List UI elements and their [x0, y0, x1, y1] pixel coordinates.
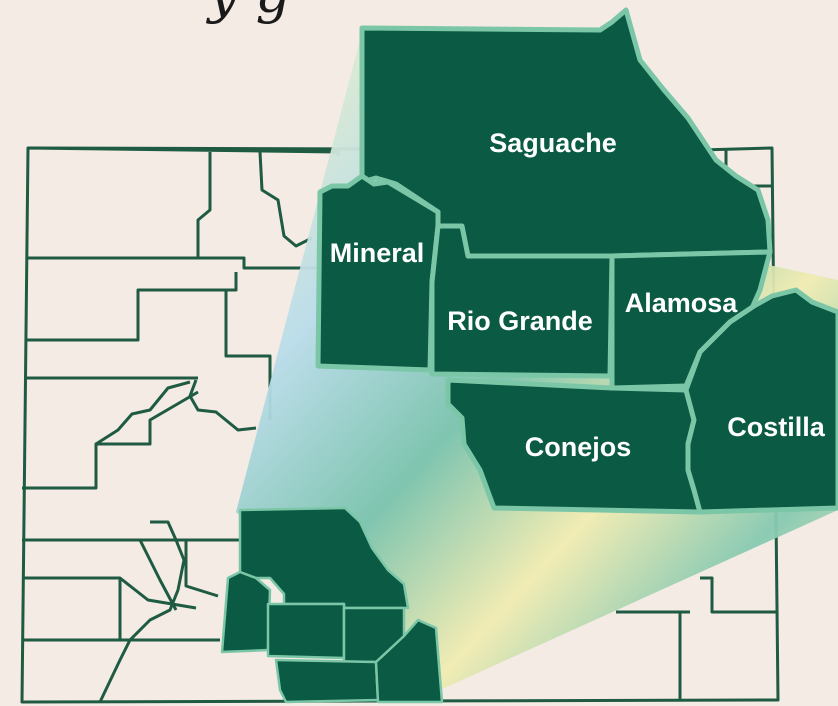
label-costilla: Costilla: [727, 412, 826, 442]
county-costilla: [683, 287, 838, 515]
locator-rio-grande: [266, 602, 346, 660]
locator-counties: [220, 506, 444, 704]
county-mineral: [315, 173, 441, 373]
label-conejos: Conejos: [525, 432, 632, 462]
label-alamosa: Alamosa: [625, 288, 739, 318]
locator-costilla: [374, 618, 444, 704]
enlarged-counties: [315, 7, 838, 515]
label-rio-grande: Rio Grande: [447, 306, 593, 336]
label-saguache: Saguache: [489, 128, 617, 158]
locator-mineral: [220, 570, 272, 654]
locator-conejos: [274, 658, 380, 704]
label-mineral: Mineral: [330, 238, 425, 268]
state-county-outlines: [20, 146, 780, 704]
headline-fragment: y g: [206, 0, 290, 25]
